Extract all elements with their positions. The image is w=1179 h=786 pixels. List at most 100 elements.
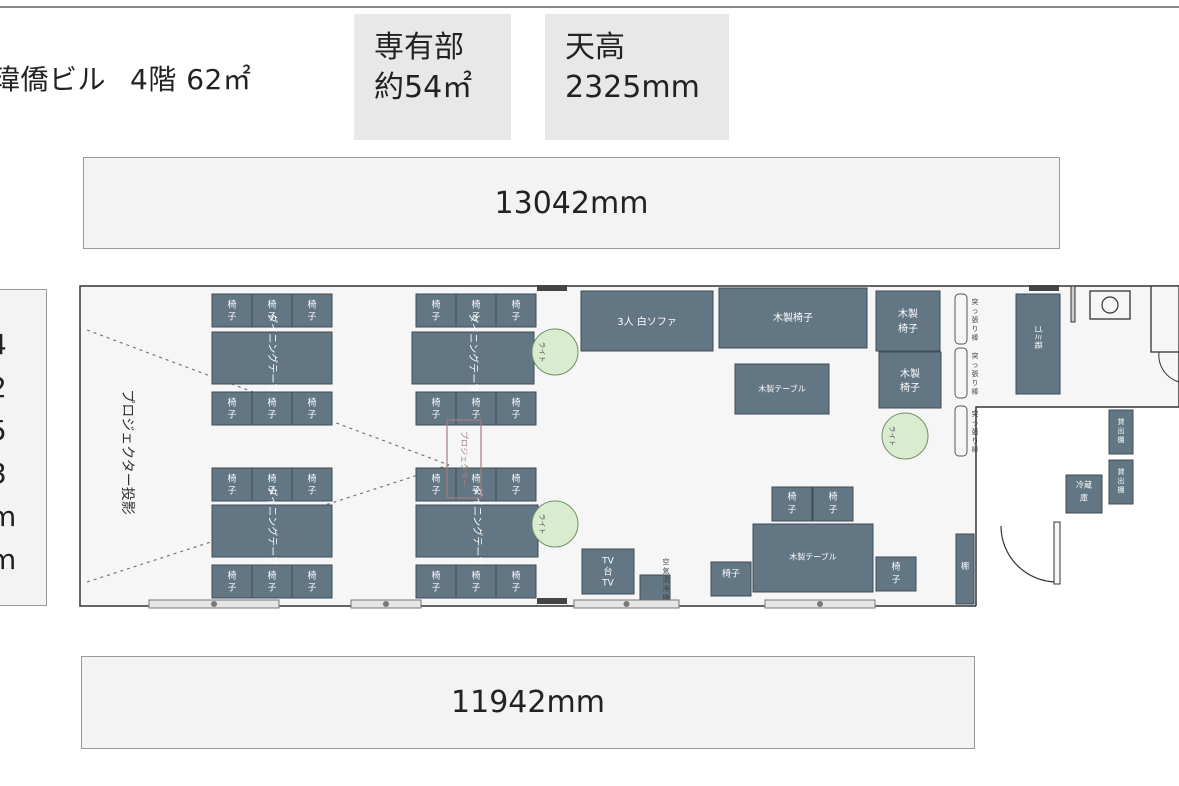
left-lower-chair [211, 467, 253, 502]
projector [446, 419, 482, 499]
chair-label: 椅 [471, 397, 480, 409]
chair-label: 子 [431, 312, 440, 323]
left-bottom-chair [251, 564, 293, 599]
chair-label: 子 [891, 575, 900, 586]
chair-label: 椅 [511, 473, 520, 485]
svg-text:清: 清 [663, 575, 670, 584]
chair-label: 椅子 [722, 568, 740, 580]
mid-lower-chair [415, 467, 457, 502]
wood-chair-label: 木製 [898, 307, 918, 320]
light-label: ライト [538, 342, 546, 363]
chair-label: 子 [227, 486, 236, 497]
wood-chair-label: 木製椅子 [773, 311, 813, 324]
chair-label: 子 [431, 583, 440, 594]
chair-label: 子 [511, 312, 520, 323]
locker-label: 貸出棚 [1118, 467, 1125, 494]
sink [1089, 290, 1131, 320]
svg-text:機: 機 [663, 593, 670, 602]
private-area-box: 専有部 約54㎡ [354, 14, 511, 140]
chair-label: 椅 [471, 299, 480, 311]
locker [1108, 409, 1134, 455]
mid-mid-chair [495, 391, 537, 426]
chair-label: 椅 [511, 397, 520, 409]
chair-label: 子 [267, 312, 276, 323]
svg-text:突: 突 [972, 351, 979, 360]
chair-label: 椅 [511, 570, 520, 582]
mid-lower-chair [455, 467, 497, 502]
wood-table-label: 木製テーブル [789, 552, 837, 562]
chair-label: 子 [267, 583, 276, 594]
chair-label: 椅 [227, 570, 236, 582]
chair-label: 椅 [431, 299, 440, 311]
svg-text:張: 張 [972, 316, 979, 324]
svg-text:出: 出 [1118, 426, 1125, 435]
shelf-label: 棚 [961, 561, 969, 571]
light [531, 328, 579, 376]
bottom-width-value: 11942mm [451, 685, 605, 720]
light-label: ライト [538, 514, 546, 535]
mid-lower-chair [495, 467, 537, 502]
floor-plan: プロジェクター投影椅子椅子椅子ダイニングテーブル椅子椅子椅子椅子椅子椅子ダイニン… [79, 282, 1179, 610]
svg-text:っ: っ [972, 307, 979, 315]
chair-label: 椅 [307, 299, 316, 311]
chair-label: 椅 [431, 473, 440, 485]
wood-chair-small [710, 561, 752, 597]
mid-top-chair [495, 293, 537, 328]
wood-chair [875, 290, 941, 352]
desk-label: ダイニングテーブル [266, 486, 279, 575]
chair-label: 子 [307, 486, 316, 497]
chair-label: 子 [307, 410, 316, 421]
chair-label: 椅 [267, 397, 276, 409]
mid-bottom-chair [495, 564, 537, 599]
chair-label: 子 [431, 410, 440, 421]
svg-text:貸: 貸 [1118, 467, 1125, 476]
left-lower-chair [251, 467, 293, 502]
shelf [955, 533, 975, 605]
wall-column [537, 598, 567, 604]
toilet-wall [1150, 285, 1179, 353]
svg-text:り: り [972, 325, 979, 333]
fridge-label: 庫 [1080, 493, 1088, 503]
tv-label: 台 [603, 566, 612, 578]
svg-text:貸: 貸 [1118, 417, 1125, 426]
private-area-value: 約54㎡ [374, 70, 473, 105]
chair-label: 椅 [227, 299, 236, 311]
chair-label: 椅 [227, 397, 236, 409]
chair-label: 椅 [471, 473, 480, 485]
tv-stand [581, 548, 635, 595]
svg-text:っ: っ [972, 361, 979, 369]
ceiling-label: 天高 [565, 30, 625, 65]
left-dim-line: m [0, 495, 46, 538]
light-label: ライト [888, 426, 896, 447]
wood-chair-small [875, 556, 917, 592]
projection-area-label: プロジェクター投影 [119, 389, 135, 514]
wall-column [537, 285, 567, 291]
svg-text:り: り [972, 379, 979, 387]
svg-text:棒: 棒 [972, 387, 979, 396]
chair-label: 椅 [511, 299, 520, 311]
chair-label: 椅 [267, 299, 276, 311]
left-mid-chair [291, 391, 333, 426]
sink-basin [1101, 296, 1119, 314]
left-dim-line: 5 [0, 409, 46, 452]
wood-chair-small [812, 486, 854, 522]
chair-label: 子 [267, 410, 276, 421]
desk-label: ダイニングテーブル [471, 486, 484, 575]
left-desk-top [211, 331, 333, 385]
svg-text:張: 張 [972, 370, 979, 378]
svg-text:突: 突 [972, 297, 979, 306]
svg-text:棚: 棚 [1118, 485, 1125, 494]
wood-chair-small [771, 486, 813, 522]
left-top-chair [291, 293, 333, 328]
window-handle [817, 601, 823, 607]
chair-label: 椅 [307, 570, 316, 582]
window-handle [211, 601, 217, 607]
chair-label: 子 [511, 410, 520, 421]
chair-label: 椅 [307, 473, 316, 485]
chair-label: 子 [511, 486, 520, 497]
tension-rod [954, 405, 968, 457]
